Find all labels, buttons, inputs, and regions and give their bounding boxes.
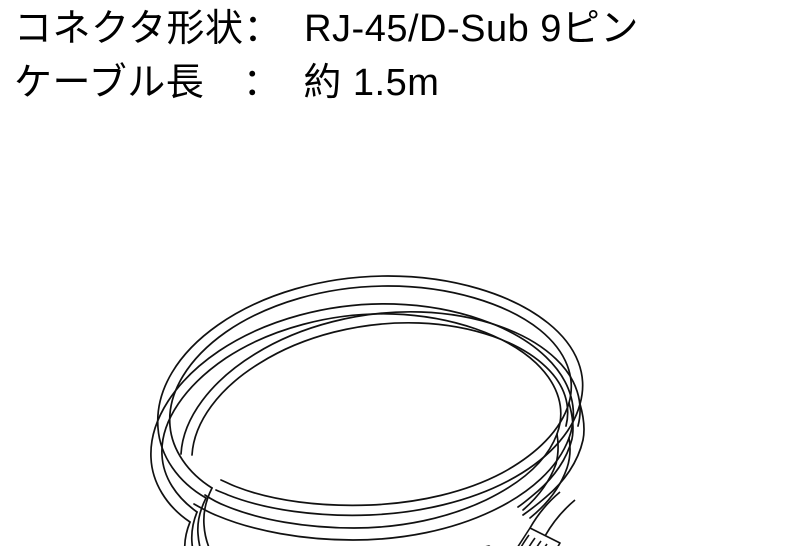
cable-illustration-svg xyxy=(150,275,585,546)
cable-strand-right-d xyxy=(522,433,559,511)
cable-strand-right-a xyxy=(522,403,585,516)
dsub-strain-relief xyxy=(517,527,561,546)
coil-turn-inner-edge-a xyxy=(180,310,581,455)
spec-line-cable-length: ケーブル長 ： 約 1.5m xyxy=(14,62,440,104)
coiled-cable-loop xyxy=(150,275,585,546)
cable-strand-left-a xyxy=(196,497,207,546)
coil-turn-second-edge-a xyxy=(150,303,575,541)
coil-turn-second-edge-b xyxy=(161,313,562,529)
cable-strand-left-b xyxy=(202,487,213,546)
dsub-cable-entry-2 xyxy=(544,499,576,537)
cable-strand-right-b xyxy=(517,402,574,508)
strain-relief-rib xyxy=(520,534,530,546)
coil-turn-outer-edge-a xyxy=(156,275,584,517)
cable-strand-left-c xyxy=(183,521,191,546)
coil-turn-inner-edge-b xyxy=(191,321,569,456)
strain-relief-rib xyxy=(528,537,536,546)
strain-relief-body xyxy=(517,527,561,546)
dsub-9pin-connector xyxy=(485,491,576,546)
cable-illustration xyxy=(0,118,800,546)
dsub-cable-entry xyxy=(529,491,561,529)
strain-relief-rib xyxy=(536,540,542,546)
cable-strand-left-d xyxy=(190,511,198,546)
cable-strand-right-c xyxy=(529,437,571,519)
coil-turn-outer-edge-b xyxy=(168,285,573,507)
specification-list: コネクタ形状： RJ-45/D-Sub 9ピン ケーブル長 ： 約 1.5m xyxy=(14,2,800,110)
spec-line-connector-shape: コネクタ形状： RJ-45/D-Sub 9ピン xyxy=(14,8,639,50)
